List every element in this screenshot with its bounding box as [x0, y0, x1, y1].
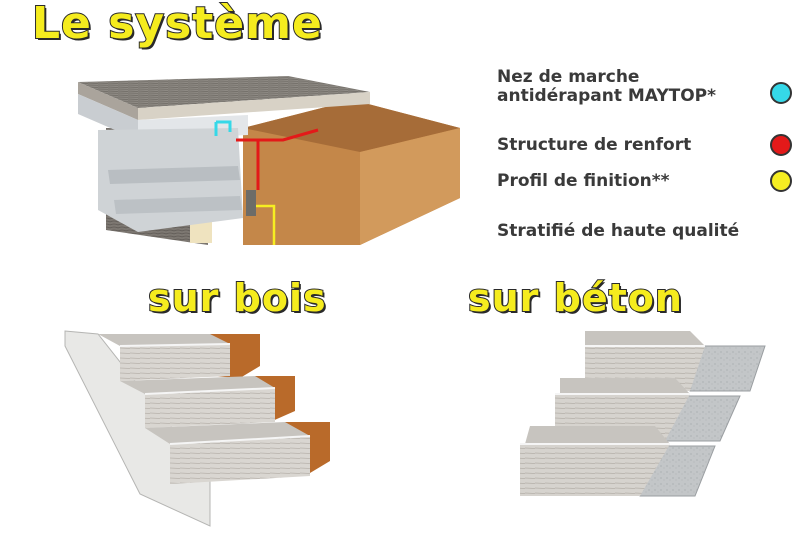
legend-label: Nez de marche — [497, 67, 640, 87]
wood-stairs-illustration — [64, 330, 330, 527]
concrete-stairs-illustration — [520, 331, 766, 497]
wood-stairs-title: sur bois — [147, 275, 327, 321]
red-marker-icon — [770, 134, 792, 156]
legend-item-nosing: Nez de marche antidérapant MAYTOP* — [497, 68, 716, 106]
legend-item-finishing: Profil de finition** — [497, 172, 670, 191]
concrete-stairs-title: sur béton — [467, 275, 683, 321]
legend-label: Structure de renfort — [497, 135, 692, 155]
legend-item-laminate: Stratifié de haute qualité — [497, 222, 739, 241]
legend-label: antidérapant MAYTOP* — [497, 86, 717, 106]
main-title: Le système — [31, 0, 323, 50]
cyan-marker-icon — [770, 82, 792, 104]
system-cross-section-illustration — [78, 76, 460, 245]
legend-item-reinforcement: Structure de renfort — [497, 136, 691, 155]
legend-label: Profil de finition** — [497, 171, 670, 191]
legend-label: Stratifié de haute qualité — [497, 221, 740, 241]
yellow-marker-icon — [770, 170, 792, 192]
